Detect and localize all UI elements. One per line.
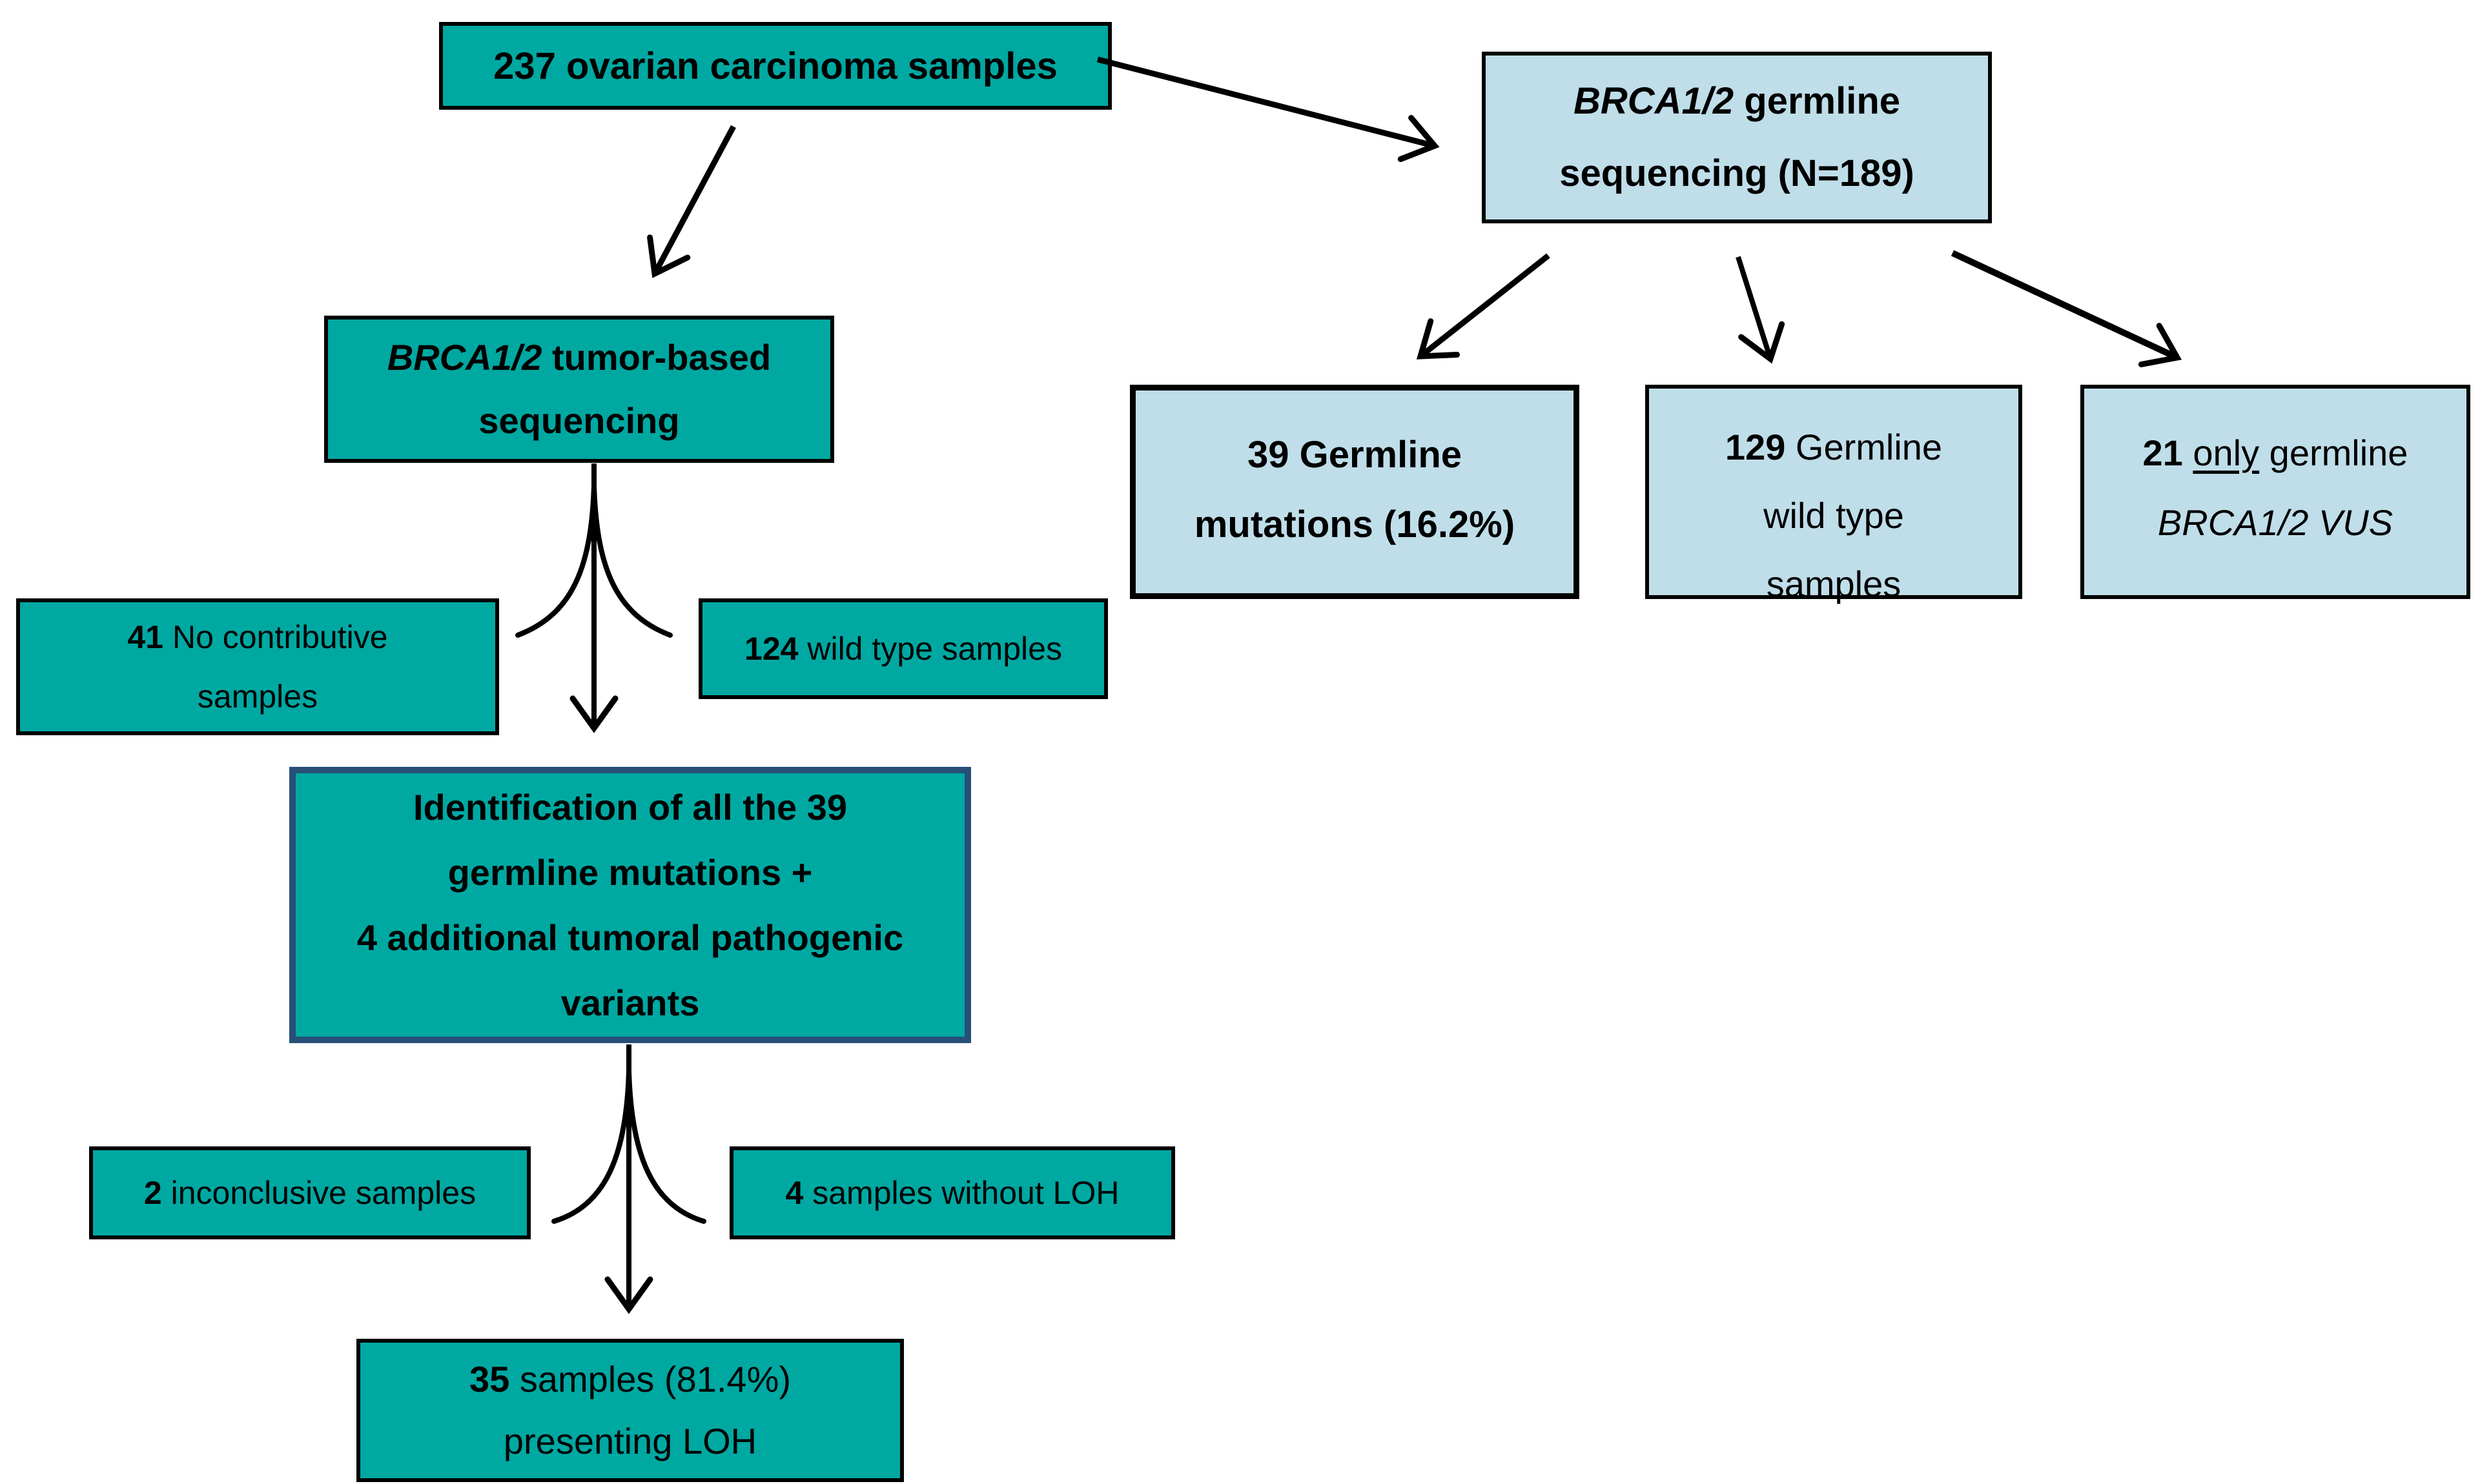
germline-sequencing-box: BRCA1/2 germline sequencing (N=189) bbox=[1482, 52, 1992, 223]
identification-line1: Identification of all the 39 bbox=[413, 787, 848, 828]
arrow-germline-to-vus bbox=[1951, 250, 2182, 368]
tumor-sequencing-box: BRCA1/2 tumor-based sequencing bbox=[324, 316, 834, 463]
identification-box: Identification of all the 39 germline mu… bbox=[289, 767, 971, 1043]
arrow-germline-to-mutations bbox=[1416, 253, 1550, 360]
tumor-sequencing-line2: sequencing bbox=[478, 400, 680, 441]
germline-wild-type-line2: wild type bbox=[1763, 495, 1904, 536]
presenting-loh-box: 35 samples (81.4%) presenting LOH bbox=[356, 1339, 904, 1482]
germline-mutations-line1: 39 Germline bbox=[1247, 434, 1462, 476]
only-underlined-word: only bbox=[2193, 432, 2260, 473]
germline-wild-type-line1: 129 Germline bbox=[1725, 427, 1943, 467]
samples-without-loh-label: 4 samples without LOH bbox=[785, 1175, 1120, 1211]
germline-wild-type-line3: samples bbox=[1766, 564, 1901, 604]
identification-line2: germline mutations + bbox=[447, 852, 813, 893]
gene-name-italic: BRCA1/2 bbox=[387, 337, 542, 378]
only-germline-vus-box: 21 only germline BRCA1/2 VUS bbox=[2080, 385, 2470, 599]
identification-line3: 4 additional tumoral pathogenic bbox=[356, 917, 904, 958]
no-contributive-line2: samples bbox=[197, 678, 318, 715]
funnel-tumor-to-identification bbox=[515, 463, 673, 733]
funnel2-left-curve bbox=[551, 1069, 631, 1224]
no-contributive-box: 41 No contributive samples bbox=[16, 598, 499, 735]
germline-sequencing-line1: BRCA1/2 germline bbox=[1573, 80, 1901, 122]
inconclusive-samples-box: 2 inconclusive samples bbox=[89, 1146, 531, 1239]
identification-line4: variants bbox=[560, 982, 700, 1023]
arrow-samples-to-germline-seq bbox=[1096, 56, 1440, 163]
funnel1-right-curve bbox=[591, 483, 673, 638]
presenting-loh-line1: 35 samples (81.4%) bbox=[469, 1359, 792, 1399]
germline-mutations-line2: mutations (16.2%) bbox=[1194, 503, 1515, 545]
inconclusive-samples-label: 2 inconclusive samples bbox=[143, 1175, 477, 1211]
only-germline-vus-line2: BRCA1/2 VUS bbox=[2157, 502, 2393, 543]
arrow-germline-to-wildtype bbox=[1736, 256, 1785, 364]
germline-sequencing-line2: sequencing (N=189) bbox=[1559, 152, 1914, 194]
wild-type-samples-label: 124 wild type samples bbox=[744, 631, 1062, 667]
total-samples-box: 237 ovarian carcinoma samples bbox=[439, 22, 1112, 110]
germline-wild-type-box: 129 Germline wild type samples bbox=[1645, 385, 2022, 604]
gene-name-italic: BRCA1/2 bbox=[1573, 80, 1734, 122]
no-contributive-line1: 41 No contributive bbox=[127, 619, 388, 655]
presenting-loh-line2: presenting LOH bbox=[503, 1421, 757, 1461]
funnel-identification-to-loh bbox=[551, 1044, 706, 1314]
tumor-sequencing-line1: BRCA1/2 tumor-based bbox=[387, 337, 772, 378]
wild-type-samples-box: 124 wild type samples bbox=[699, 598, 1108, 699]
funnel1-left-curve bbox=[515, 483, 597, 638]
only-germline-vus-line1: 21 only germline bbox=[2142, 432, 2408, 473]
funnel2-right-curve bbox=[626, 1069, 706, 1224]
samples-without-loh-box: 4 samples without LOH bbox=[730, 1146, 1175, 1239]
arrow-samples-to-tumor-seq bbox=[647, 125, 736, 278]
germline-mutations-box: 39 Germline mutations (16.2%) bbox=[1130, 385, 1579, 599]
total-samples-label: 237 ovarian carcinoma samples bbox=[493, 45, 1058, 87]
